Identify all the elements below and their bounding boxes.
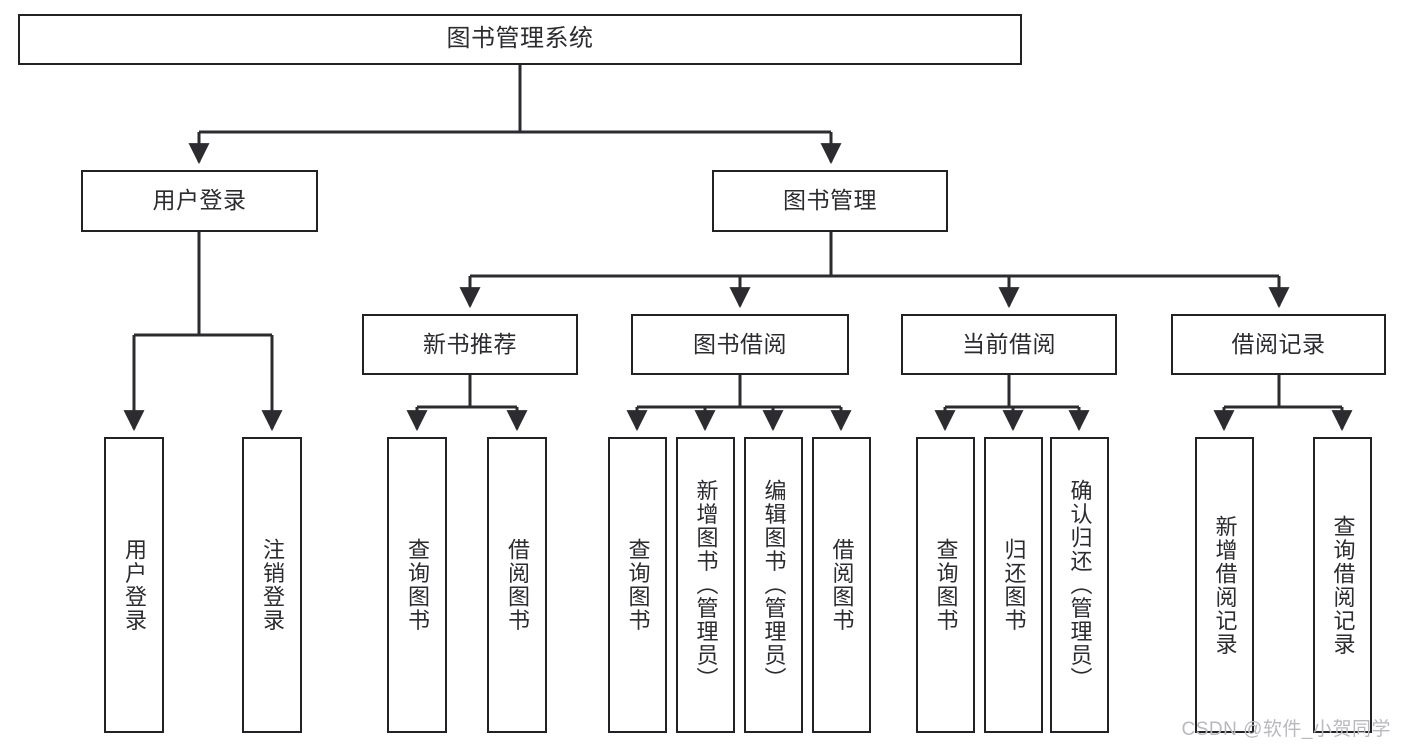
node-label: 用户登录 xyxy=(152,187,247,214)
node-label: 归还图书 xyxy=(1001,538,1027,632)
node-label: 借阅图书 xyxy=(829,538,855,632)
node-label: 查询图书 xyxy=(405,538,430,632)
node-label: 编辑图书（管理员） xyxy=(761,479,787,691)
node-book-borrowing[interactable]: 图书借阅 xyxy=(631,314,849,375)
node-label: 图书借阅 xyxy=(693,330,787,357)
leaf-query-book-2[interactable]: 查询图书 xyxy=(608,437,667,733)
node-label: 查询借阅记录 xyxy=(1330,514,1356,656)
node-current-borrowing[interactable]: 当前借阅 xyxy=(901,314,1117,375)
node-new-book-recommendation[interactable]: 新书推荐 xyxy=(362,314,578,375)
node-borrowing-record[interactable]: 借阅记录 xyxy=(1171,314,1386,375)
node-book-management[interactable]: 图书管理 xyxy=(712,170,948,232)
node-label: 借阅记录 xyxy=(1231,330,1326,357)
node-label: 查询图书 xyxy=(933,538,959,632)
leaf-borrow-book-2[interactable]: 借阅图书 xyxy=(812,437,871,733)
node-label: 新书推荐 xyxy=(423,330,517,357)
node-label: 当前借阅 xyxy=(962,330,1056,357)
leaf-user-login[interactable]: 用户登录 xyxy=(104,437,164,733)
node-book-management-system[interactable]: 图书管理系统 xyxy=(18,14,1022,65)
node-user-login[interactable]: 用户登录 xyxy=(81,170,318,232)
node-label: 查询图书 xyxy=(625,538,651,632)
leaf-edit-book-admin[interactable]: 编辑图书（管理员） xyxy=(744,437,803,733)
leaf-add-book-admin[interactable]: 新增图书（管理员） xyxy=(676,437,735,733)
leaf-logout-login[interactable]: 注销登录 xyxy=(242,437,302,733)
leaf-query-book-3[interactable]: 查询图书 xyxy=(916,437,975,733)
node-label: 图书管理 xyxy=(783,187,877,214)
node-label: 确认归还（管理员） xyxy=(1067,479,1093,691)
leaf-query-book-1[interactable]: 查询图书 xyxy=(387,437,447,733)
node-label: 注销登录 xyxy=(260,538,285,632)
leaf-borrow-book-1[interactable]: 借阅图书 xyxy=(487,437,547,733)
node-label: 用户登录 xyxy=(122,538,147,632)
node-label: 新增借阅记录 xyxy=(1212,514,1238,656)
node-label: 新增图书（管理员） xyxy=(693,479,719,691)
leaf-return-book[interactable]: 归还图书 xyxy=(984,437,1043,733)
leaf-query-borrow-record[interactable]: 查询借阅记录 xyxy=(1313,437,1372,733)
node-label: 图书管理系统 xyxy=(446,25,594,53)
leaf-confirm-return-admin[interactable]: 确认归还（管理员） xyxy=(1050,437,1109,733)
leaf-add-borrow-record[interactable]: 新增借阅记录 xyxy=(1195,437,1254,733)
node-label: 借阅图书 xyxy=(505,538,530,632)
